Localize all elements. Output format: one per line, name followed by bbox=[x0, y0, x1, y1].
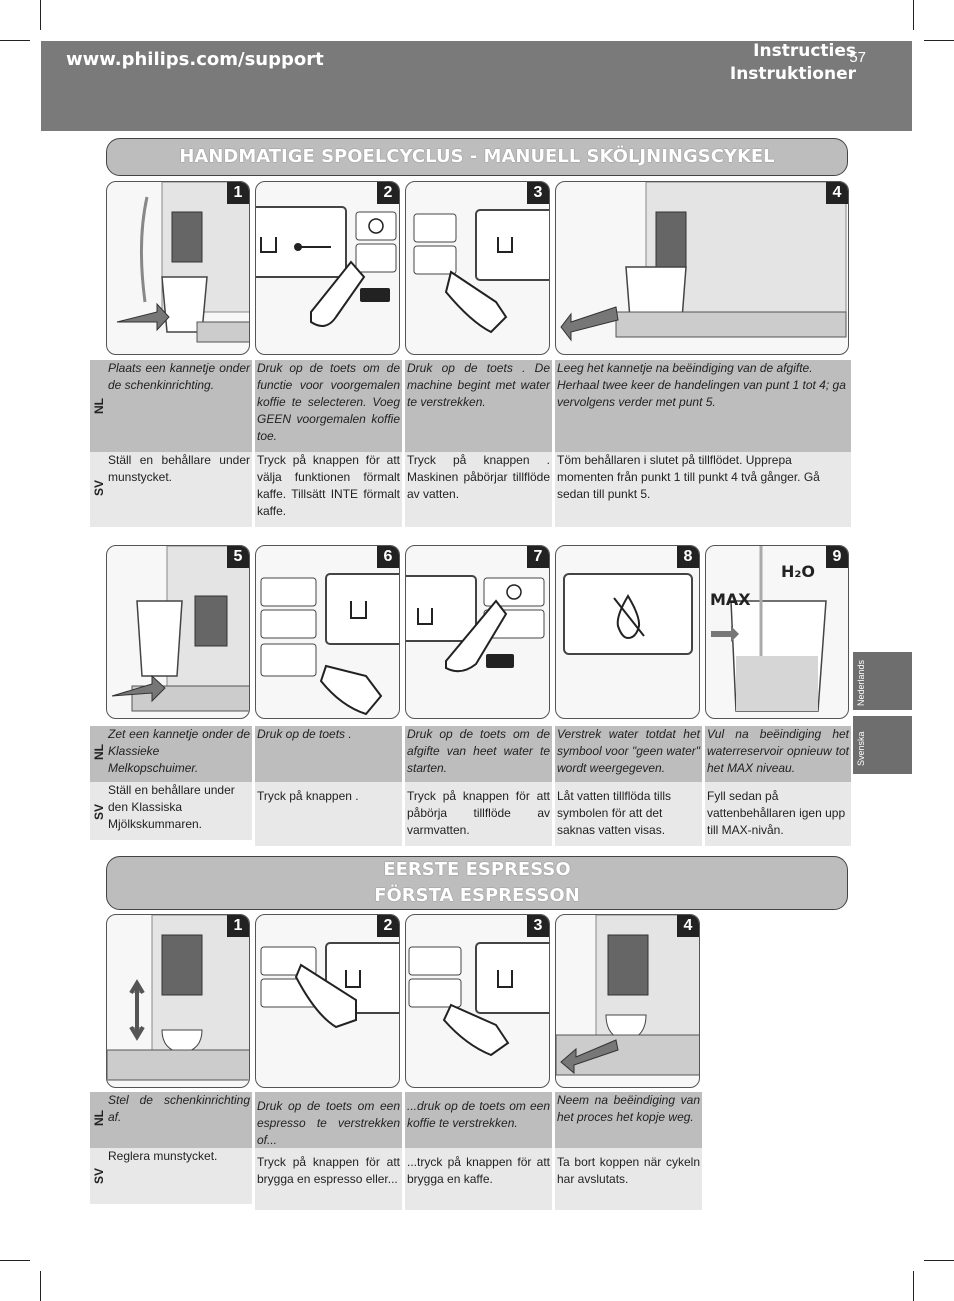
step-number-badge: 8 bbox=[677, 546, 699, 568]
support-url[interactable]: www.philips.com/support bbox=[66, 49, 324, 70]
crop-mark bbox=[924, 40, 954, 41]
step-7-nl-text: Druk op de toets om de afgifte van heet … bbox=[405, 726, 552, 782]
crop-mark bbox=[913, 1271, 914, 1301]
illustration-step-2: 2 bbox=[255, 181, 400, 355]
machine-remove-jug-illustration bbox=[560, 182, 847, 342]
step-number-badge: 4 bbox=[677, 915, 699, 937]
h2o-label: H₂O bbox=[781, 562, 815, 581]
step-7-sv-text: Tryck på knappen för att påbörja tillflö… bbox=[405, 782, 552, 846]
step-number-badge: 7 bbox=[527, 546, 549, 568]
step-number-badge: 2 bbox=[377, 182, 399, 204]
espresso-step-1-sv-text: Reglera munstycket. bbox=[106, 1148, 252, 1204]
lang-label-nl: NL bbox=[90, 1092, 106, 1148]
illustration-espresso-step-3: 3 bbox=[405, 914, 550, 1088]
lang-label-sv: SV bbox=[90, 452, 106, 527]
illustration-espresso-step-1: 1 bbox=[106, 914, 250, 1088]
control-panel-press-illustration bbox=[260, 942, 399, 1029]
step-number-badge: 5 bbox=[227, 546, 249, 568]
step-5-sv-text: Ställ en behållare under den Klassiska M… bbox=[106, 782, 252, 840]
lang-label-sv: SV bbox=[90, 782, 106, 840]
lang-label-nl: NL bbox=[90, 360, 106, 452]
step-9-sv-text: Fyll sedan på vattenbehållaren igen upp … bbox=[705, 782, 851, 846]
crop-mark bbox=[913, 0, 914, 30]
illustration-step-8: 8 bbox=[555, 545, 700, 719]
section-title-text: HANDMATIGE SPOELCYCLUS - MANUELL SKÖLJNI… bbox=[179, 146, 775, 167]
crop-mark bbox=[0, 40, 30, 41]
max-label: MAX bbox=[710, 590, 751, 609]
step-number-badge: 3 bbox=[527, 915, 549, 937]
section-title-sv: FÖRSTA ESPRESSON bbox=[374, 885, 580, 906]
step-1-nl-text: Plaats een kannetje onder de schenkinric… bbox=[106, 360, 252, 452]
illustration-step-6: 6 bbox=[255, 545, 400, 719]
step-number-badge: 1 bbox=[227, 182, 249, 204]
step-number-badge: 6 bbox=[377, 546, 399, 568]
lang-label-sv: SV bbox=[90, 1148, 106, 1204]
lang-label-nl: NL bbox=[90, 726, 106, 782]
header-title-sv: Instruktioner bbox=[729, 64, 856, 84]
crop-mark bbox=[924, 1260, 954, 1261]
illustration-step-4: 4 bbox=[555, 181, 849, 355]
step-3-sv-text: Tryck på knappen . Maskinen påbörjar til… bbox=[405, 452, 552, 527]
step-number-badge: 1 bbox=[227, 915, 249, 937]
step-2-nl-text: Druk op de toets om de functie voor voor… bbox=[255, 360, 402, 452]
step-2-sv-text: Tryck på knappen för att välja funktione… bbox=[255, 452, 402, 527]
illustration-step-5: 5 bbox=[106, 545, 250, 719]
water-tank-illustration bbox=[711, 546, 827, 712]
crop-mark bbox=[40, 0, 41, 30]
step-4-sv-text: Töm behållaren i slutet på tillflödet. U… bbox=[555, 452, 851, 527]
step-4-nl-text: Leeg het kannetje na beëindiging van de … bbox=[555, 360, 851, 452]
step-6-sv-text: Tryck på knappen . bbox=[255, 782, 402, 846]
machine-with-jug-illustration bbox=[116, 182, 249, 343]
step-number-badge: 2 bbox=[377, 915, 399, 937]
illustration-step-9: MAX H₂O 9 bbox=[705, 545, 849, 719]
milk-frother-illustration bbox=[111, 546, 249, 712]
crop-mark bbox=[0, 1260, 30, 1261]
section-title-nl: EERSTE ESPRESSO bbox=[383, 859, 571, 880]
illustration-espresso-step-2: 2 bbox=[255, 914, 400, 1088]
side-tab-svenska[interactable]: Svenska bbox=[853, 716, 912, 774]
espresso-step-2-sv-text: Tryck på knappen för att brygga en espre… bbox=[255, 1148, 402, 1210]
illustration-step-7: 7 bbox=[405, 545, 550, 719]
page-header bbox=[41, 41, 912, 131]
step-6-nl-text: Druk op de toets . bbox=[255, 726, 402, 782]
step-8-nl-text: Verstrek water totdat het symbool voor "… bbox=[555, 726, 702, 782]
remove-cup-illustration bbox=[556, 915, 699, 1076]
espresso-step-4-nl-text: Neem na beëindiging van het proces het k… bbox=[555, 1092, 702, 1148]
espresso-step-4-sv-text: Ta bort koppen när cykeln har avslutats. bbox=[555, 1148, 702, 1210]
header-title-nl: Instructies bbox=[753, 41, 856, 61]
header-title: Instructies Instruktioner bbox=[730, 40, 856, 86]
crop-mark bbox=[40, 1271, 41, 1301]
side-tab-nederlands[interactable]: Nederlands bbox=[853, 652, 912, 710]
illustration-step-3: 3 bbox=[405, 181, 550, 355]
step-5-nl-text: Zet een kannetje onder de Klassieke Melk… bbox=[106, 726, 252, 782]
adjust-spout-illustration bbox=[107, 915, 249, 1081]
step-number-badge: 3 bbox=[527, 182, 549, 204]
control-panel-press-illustration bbox=[413, 209, 549, 334]
step-3-nl-text: Druk op de toets . De machine begint met… bbox=[405, 360, 552, 452]
page-number: 57 bbox=[849, 49, 866, 66]
control-panel-press-illustration bbox=[406, 575, 545, 673]
control-panel-press-illustration bbox=[408, 942, 549, 1057]
step-1-sv-text: Ställ en behållare under munstycket. bbox=[106, 452, 252, 527]
espresso-step-2-nl-text: Druk op de toets om een espresso te vers… bbox=[255, 1092, 402, 1154]
step-9-nl-text: Vul na beëindiging het waterreservoir op… bbox=[705, 726, 851, 782]
illustration-espresso-step-4: 4 bbox=[555, 914, 700, 1088]
no-water-display-illustration bbox=[563, 573, 693, 655]
step-number-badge: 9 bbox=[826, 546, 848, 568]
control-panel-press-illustration bbox=[260, 573, 399, 716]
step-8-sv-text: Låt vatten tillflöda tills symbolen för … bbox=[555, 782, 702, 846]
illustration-step-1: 1 bbox=[106, 181, 250, 355]
espresso-step-3-nl-text: ...druk op de toets om een koffie te ver… bbox=[405, 1092, 552, 1154]
section-title-espresso: EERSTE ESPRESSO FÖRSTA ESPRESSON bbox=[106, 856, 848, 910]
espresso-step-1-nl-text: Stel de schenkinrichting af. bbox=[106, 1092, 252, 1148]
espresso-step-3-sv-text: ...tryck på knappen för att brygga en ka… bbox=[405, 1148, 552, 1210]
step-number-badge: 4 bbox=[826, 182, 848, 204]
control-panel-press-illustration bbox=[256, 206, 397, 327]
section-title-rinse: HANDMATIGE SPOELCYCLUS - MANUELL SKÖLJNI… bbox=[106, 138, 848, 176]
